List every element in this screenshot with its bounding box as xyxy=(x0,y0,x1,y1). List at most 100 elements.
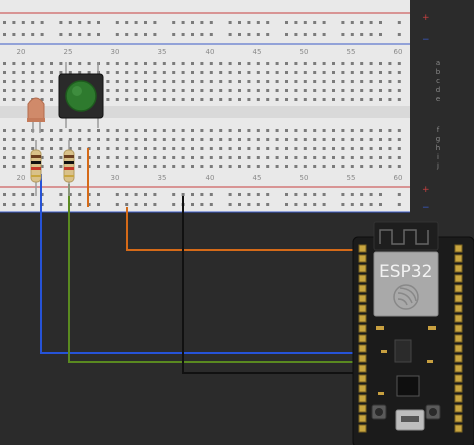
breadboard-hole[interactable] xyxy=(191,129,194,132)
breadboard-hole[interactable] xyxy=(303,129,307,132)
breadboard-hole[interactable] xyxy=(115,62,119,65)
breadboard-hole[interactable] xyxy=(332,80,335,83)
breadboard-hole[interactable] xyxy=(115,33,119,36)
breadboard-hole[interactable] xyxy=(3,156,6,159)
breadboard-hole[interactable] xyxy=(191,165,194,168)
breadboard-hole[interactable] xyxy=(181,129,185,132)
breadboard-hole[interactable] xyxy=(200,138,204,141)
breadboard-hole[interactable] xyxy=(125,71,129,74)
breadboard-hole[interactable] xyxy=(21,193,25,196)
esp32-pin[interactable] xyxy=(358,304,367,313)
breadboard-hole[interactable] xyxy=(181,147,185,150)
breadboard-hole[interactable] xyxy=(369,33,373,36)
breadboard-hole[interactable] xyxy=(228,21,232,24)
breadboard-hole[interactable] xyxy=(134,203,138,206)
breadboard-hole[interactable] xyxy=(256,165,260,168)
breadboard-hole[interactable] xyxy=(31,203,35,206)
breadboard-hole[interactable] xyxy=(134,193,138,196)
breadboard-hole[interactable] xyxy=(360,129,364,132)
breadboard-hole[interactable] xyxy=(303,71,307,74)
breadboard-hole[interactable] xyxy=(238,156,241,159)
breadboard-hole[interactable] xyxy=(256,156,260,159)
breadboard-hole[interactable] xyxy=(379,165,382,168)
breadboard-hole[interactable] xyxy=(303,33,307,36)
usb-port-icon[interactable] xyxy=(395,409,425,431)
breadboard-hole[interactable] xyxy=(247,203,251,206)
breadboard-hole[interactable] xyxy=(266,138,270,141)
breadboard-hole[interactable] xyxy=(191,138,194,141)
breadboard-hole[interactable] xyxy=(285,138,288,141)
breadboard-hole[interactable] xyxy=(275,138,279,141)
breadboard-hole[interactable] xyxy=(3,21,6,24)
esp32-board[interactable]: ESP32 xyxy=(352,221,474,445)
breadboard-hole[interactable] xyxy=(228,98,232,101)
breadboard-hole[interactable] xyxy=(247,147,251,150)
breadboard-hole[interactable] xyxy=(106,165,110,168)
breadboard-hole[interactable] xyxy=(322,89,326,92)
breadboard-hole[interactable] xyxy=(21,129,25,132)
breadboard-hole[interactable] xyxy=(12,89,16,92)
breadboard-hole[interactable] xyxy=(21,98,25,101)
breadboard-hole[interactable] xyxy=(172,156,176,159)
breadboard-hole[interactable] xyxy=(162,147,166,150)
breadboard-hole[interactable] xyxy=(181,98,185,101)
breadboard-hole[interactable] xyxy=(238,193,241,196)
breadboard-hole[interactable] xyxy=(397,129,401,132)
breadboard-hole[interactable] xyxy=(397,138,401,141)
breadboard-hole[interactable] xyxy=(162,62,166,65)
breadboard-hole[interactable] xyxy=(172,98,176,101)
esp32-pin[interactable] xyxy=(358,284,367,293)
esp32-pin[interactable] xyxy=(358,414,367,423)
breadboard-hole[interactable] xyxy=(360,80,364,83)
breadboard-hole[interactable] xyxy=(144,147,147,150)
breadboard-hole[interactable] xyxy=(97,33,100,36)
breadboard-hole[interactable] xyxy=(191,33,194,36)
breadboard-hole[interactable] xyxy=(285,156,288,159)
breadboard-hole[interactable] xyxy=(360,138,364,141)
esp32-pin[interactable] xyxy=(358,334,367,343)
breadboard-hole[interactable] xyxy=(125,156,129,159)
breadboard-hole[interactable] xyxy=(200,156,204,159)
breadboard-hole[interactable] xyxy=(285,21,288,24)
breadboard-hole[interactable] xyxy=(191,147,194,150)
breadboard-hole[interactable] xyxy=(3,147,6,150)
breadboard-hole[interactable] xyxy=(12,129,16,132)
breadboard-hole[interactable] xyxy=(256,138,260,141)
breadboard-hole[interactable] xyxy=(200,165,204,168)
breadboard-hole[interactable] xyxy=(332,138,335,141)
breadboard-hole[interactable] xyxy=(247,33,251,36)
breadboard-hole[interactable] xyxy=(200,89,204,92)
breadboard-hole[interactable] xyxy=(322,203,326,206)
breadboard-hole[interactable] xyxy=(238,203,241,206)
breadboard-hole[interactable] xyxy=(125,89,129,92)
breadboard-hole[interactable] xyxy=(200,193,204,196)
breadboard-hole[interactable] xyxy=(125,98,129,101)
breadboard-hole[interactable] xyxy=(144,138,147,141)
breadboard-hole[interactable] xyxy=(115,203,119,206)
breadboard-hole[interactable] xyxy=(181,89,185,92)
breadboard-hole[interactable] xyxy=(219,62,223,65)
breadboard-hole[interactable] xyxy=(341,193,345,196)
breadboard-hole[interactable] xyxy=(228,71,232,74)
breadboard-hole[interactable] xyxy=(172,89,176,92)
breadboard-hole[interactable] xyxy=(21,62,25,65)
led-icon[interactable] xyxy=(27,97,45,133)
breadboard-hole[interactable] xyxy=(134,21,138,24)
breadboard-hole[interactable] xyxy=(200,129,204,132)
breadboard-hole[interactable] xyxy=(97,165,100,168)
breadboard-hole[interactable] xyxy=(294,203,298,206)
breadboard-hole[interactable] xyxy=(397,21,401,24)
breadboard-hole[interactable] xyxy=(285,89,288,92)
breadboard-hole[interactable] xyxy=(322,98,326,101)
breadboard-hole[interactable] xyxy=(144,193,147,196)
breadboard-hole[interactable] xyxy=(200,62,204,65)
breadboard-hole[interactable] xyxy=(87,147,91,150)
breadboard-hole[interactable] xyxy=(40,156,44,159)
breadboard-hole[interactable] xyxy=(115,89,119,92)
breadboard-hole[interactable] xyxy=(313,98,317,101)
breadboard-hole[interactable] xyxy=(238,62,241,65)
breadboard-hole[interactable] xyxy=(360,98,364,101)
breadboard-hole[interactable] xyxy=(219,165,223,168)
breadboard-hole[interactable] xyxy=(3,203,6,206)
